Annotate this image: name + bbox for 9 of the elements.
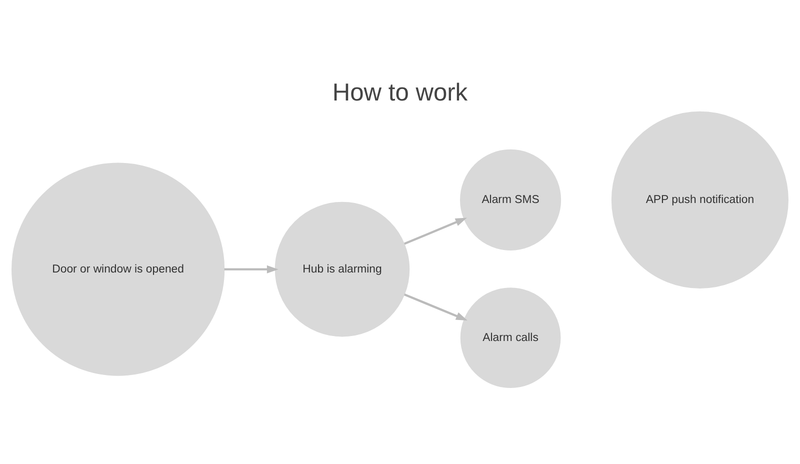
arrow [224, 264, 278, 273]
node-circle: Alarm calls [460, 287, 561, 388]
arrow [404, 293, 468, 320]
arrow [404, 217, 467, 244]
node-circle: Alarm SMS [460, 148, 562, 250]
diagram-title: How to work [332, 79, 468, 106]
node-circle: Door or window is opened [12, 162, 225, 376]
node-circle: APP push notification [611, 110, 788, 288]
node-circle: Hub is alarming [274, 201, 410, 336]
